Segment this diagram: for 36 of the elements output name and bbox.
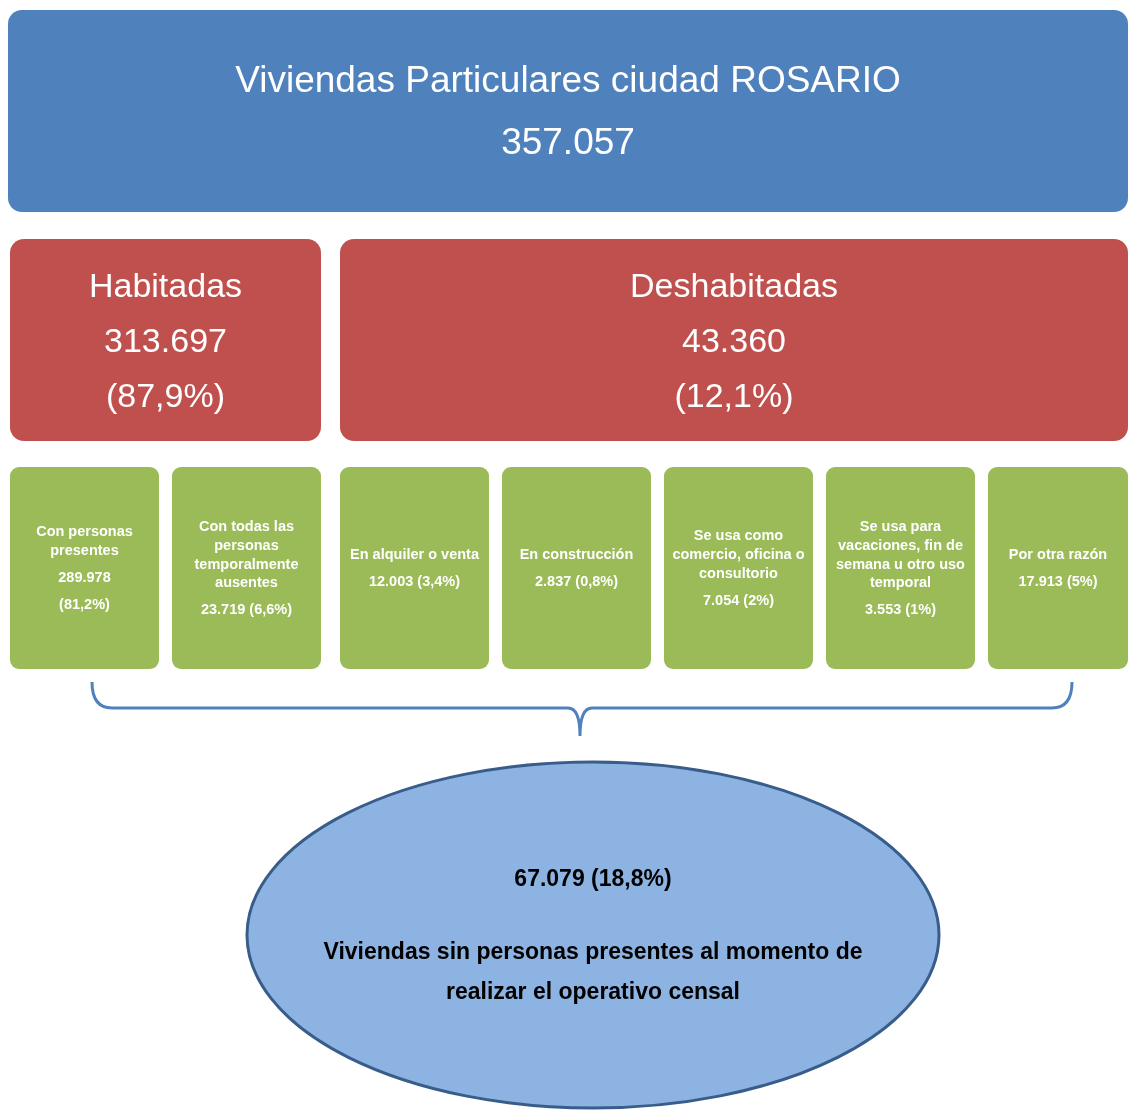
label-text: Deshabitadas [630, 265, 838, 305]
value-text: 17.913 (5%) [1018, 572, 1098, 591]
value-text: 3.553 (1%) [865, 600, 936, 620]
label-text: Viviendas Particulares ciudad ROSARIO [235, 59, 901, 101]
value-text: 43.360 [682, 320, 786, 360]
value-text: 313.697 [104, 320, 227, 360]
label-text: Se usa como comercio, oficina o consultorio [671, 526, 806, 583]
value-text: 12.003 (3,4%) [368, 572, 461, 591]
subcategory-box [172, 467, 321, 669]
summary-ellipse [245, 760, 941, 1110]
subcategory-box [826, 467, 975, 669]
label-text: En alquiler o venta [350, 545, 479, 564]
subcategory-box [10, 467, 159, 669]
value-text: 23.719 (6,6%) [200, 600, 293, 620]
label-text: Con personas presentes [35, 522, 134, 560]
subcategory-box [988, 467, 1128, 669]
label-text: En construcción [519, 545, 634, 564]
value-text: 67.079 (18,8%) [514, 864, 672, 894]
subcategory-box [502, 467, 651, 669]
label-text: Con todas las personas temporalmente ausentes [193, 516, 300, 593]
label-text: Se usa para vacaciones, fin de semana u otro uso temporal [835, 516, 966, 593]
label-text: Habitadas [88, 265, 243, 305]
description-text: Viviendas sin personas presentes al momento de realizar el operativo censal [322, 937, 864, 1006]
value-text: 357.057 [501, 121, 635, 163]
title-box [8, 10, 1128, 212]
subcategory-box [664, 467, 813, 669]
value-text: (87,9%) [105, 375, 226, 415]
value-text: 289.978 [58, 568, 111, 587]
subcategory-box [340, 467, 489, 669]
category-box [10, 239, 321, 441]
value-text: 7.054 (2%) [703, 590, 774, 610]
value-text: (81,2%) [59, 594, 110, 614]
value-text: (12,1%) [674, 375, 794, 415]
value-text: 2.837 (0,8%) [535, 572, 618, 591]
category-box [340, 239, 1128, 441]
label-text: Por otra razón [1008, 545, 1108, 564]
